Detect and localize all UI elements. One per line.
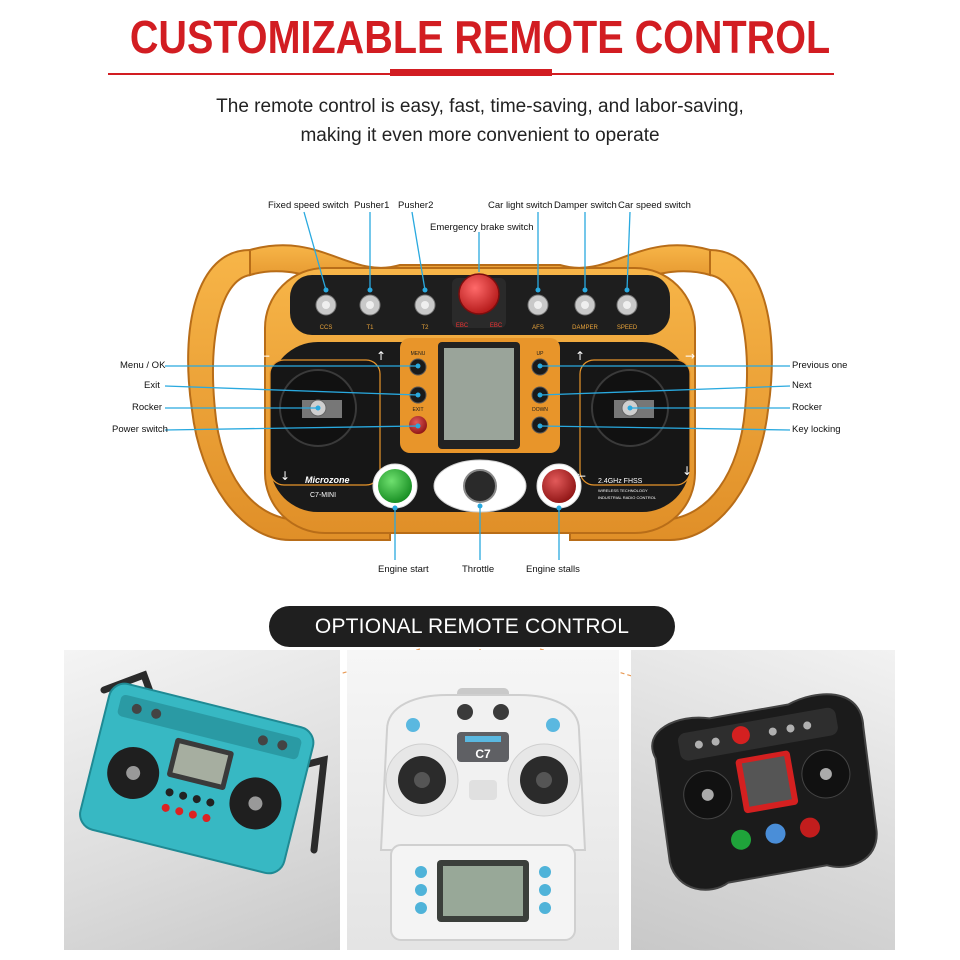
- black-remote-illustration: [651, 693, 878, 891]
- white-c7-illustration: C7: [379, 688, 587, 941]
- engine-stop-button: [542, 469, 576, 503]
- label-car-speed-switch: Car speed switch: [618, 200, 691, 211]
- product-card-white-c7[interactable]: C7: [347, 650, 619, 950]
- svg-text:THR: THR: [445, 479, 456, 485]
- title-divider-accent: [390, 69, 552, 76]
- svg-text:EBC: EBC: [456, 323, 469, 329]
- svg-text:T2: T2: [421, 325, 429, 331]
- label-emergency-brake-switch: Emergency brake switch: [430, 222, 534, 233]
- subtitle-line-1: The remote control is easy, fast, time-s…: [216, 96, 744, 117]
- emergency-brake-button: [458, 273, 500, 315]
- page-title: CUSTOMIZABLE REMOTE CONTROL: [129, 11, 831, 63]
- page-subtitle: The remote control is easy, fast, time-s…: [0, 92, 960, 150]
- label-menu-ok: Menu / OK: [120, 360, 166, 371]
- svg-text:WIRELESS TECHNOLOGY: WIRELESS TECHNOLOGY: [598, 488, 648, 493]
- label-damper-switch: Damper switch: [554, 200, 617, 211]
- svg-text:↑: ↑: [575, 349, 585, 363]
- svg-text:↓: ↓: [682, 464, 692, 478]
- throttle-knob: [463, 469, 497, 503]
- svg-text:DAMPER: DAMPER: [572, 325, 598, 331]
- label-power-switch: Power switch: [112, 424, 168, 435]
- label-fixed-speed-switch: Fixed speed switch: [268, 200, 349, 211]
- label-pusher1: Pusher1: [354, 200, 390, 211]
- svg-text:T1: T1: [366, 325, 374, 331]
- label-previous-one: Previous one: [792, 360, 848, 371]
- svg-text:←: ←: [576, 469, 586, 483]
- label-next: Next: [792, 380, 812, 391]
- svg-text:C7-MINI: C7-MINI: [310, 492, 336, 499]
- svg-text:↑: ↑: [376, 349, 386, 363]
- svg-text:MENU: MENU: [411, 351, 426, 357]
- product-card-teal-remote[interactable]: [64, 650, 340, 950]
- svg-text:UP: UP: [537, 351, 545, 357]
- lcd-screen: [444, 348, 514, 440]
- remote-diagram: CCS T1 T2 EBC EBC AFS DAMPER SPEED ← ↑ ↓ →…: [100, 190, 860, 590]
- svg-text:CCS: CCS: [320, 325, 333, 331]
- product-card-black-c7-mini[interactable]: [631, 650, 895, 950]
- label-engine-start: Engine start: [378, 564, 429, 575]
- svg-text:2.4GHz FHSS: 2.4GHz FHSS: [598, 478, 643, 485]
- label-key-locking: Key locking: [792, 424, 841, 435]
- svg-text:C7: C7: [475, 747, 491, 761]
- label-rocker-left: Rocker: [132, 402, 163, 413]
- svg-text:THR: THR: [505, 479, 516, 485]
- svg-text:INDUSTRIAL RADIO CONTROL: INDUSTRIAL RADIO CONTROL: [598, 495, 657, 500]
- label-rocker-right: Rocker: [792, 402, 823, 413]
- label-pusher2: Pusher2: [398, 200, 434, 211]
- label-engine-stalls: Engine stalls: [526, 564, 580, 575]
- svg-text:Microzone: Microzone: [305, 475, 350, 485]
- teal-remote-illustration: [79, 670, 329, 875]
- subtitle-line-2: making it even more convenient to operat…: [300, 125, 660, 146]
- svg-text:→: →: [685, 349, 695, 363]
- label-car-light-switch: Car light switch: [488, 200, 553, 211]
- svg-text:EBC: EBC: [490, 323, 503, 329]
- svg-text:DOWN: DOWN: [532, 407, 548, 413]
- svg-text:EXIT: EXIT: [412, 407, 423, 413]
- svg-text:AFS: AFS: [532, 325, 544, 331]
- svg-text:←: ←: [260, 349, 270, 363]
- svg-text:SPEED: SPEED: [617, 325, 638, 331]
- label-exit: Exit: [144, 380, 160, 391]
- engine-start-button: [378, 469, 412, 503]
- remote-illustration: CCS T1 T2 EBC EBC AFS DAMPER SPEED ← ↑ ↓ →…: [164, 211, 791, 560]
- optional-remote-control-banner: OPTIONAL REMOTE CONTROL: [269, 606, 675, 647]
- label-throttle: Throttle: [462, 564, 495, 575]
- svg-text:↓: ↓: [280, 469, 290, 483]
